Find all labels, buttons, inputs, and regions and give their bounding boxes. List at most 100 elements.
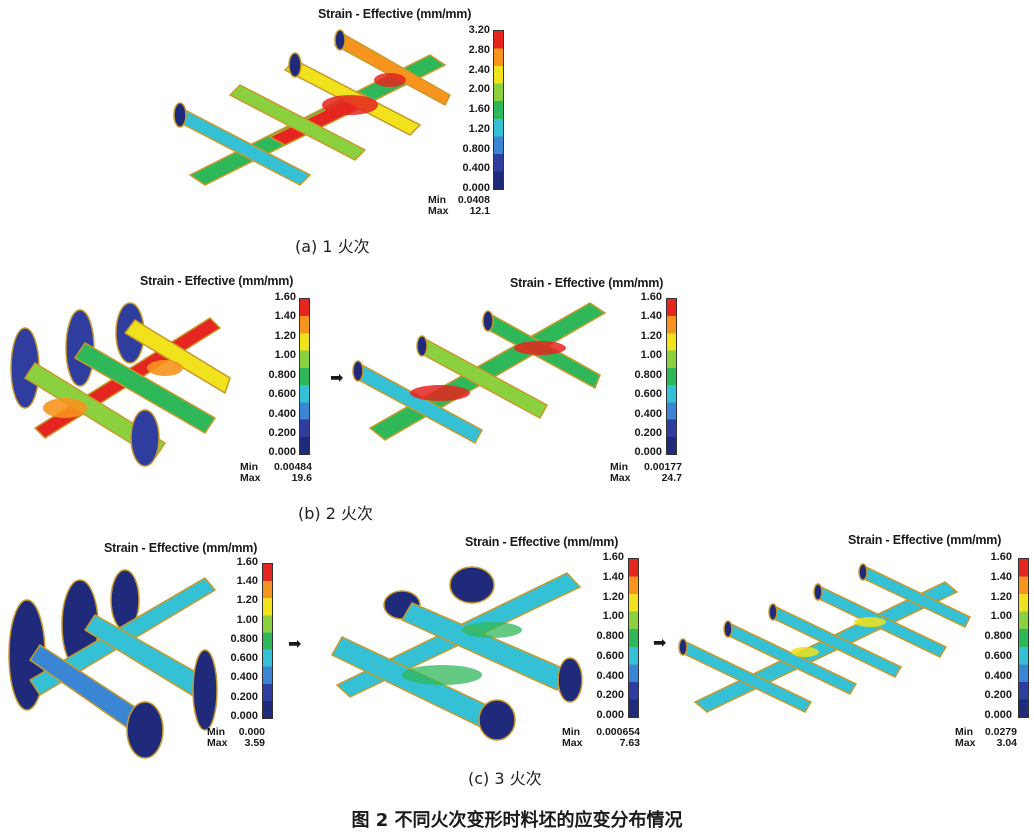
tick-label: 1.00 [274, 349, 296, 361]
arrow-right-icon: ➡ [288, 636, 302, 653]
tick-label: 1.20 [236, 594, 258, 606]
tick-label: 1.60 [236, 556, 258, 568]
max-value: 3.04 [996, 737, 1017, 749]
tick-label: 0.200 [984, 689, 1012, 701]
tick-label: 0.400 [268, 408, 296, 420]
legend-title-c-left: Strain - Effective (mm/mm) [104, 541, 258, 555]
tick-label: 1.60 [640, 291, 662, 303]
min-label: Min [428, 194, 447, 206]
max-value: 19.6 [291, 472, 312, 484]
min-value: 0.0408 [457, 194, 490, 206]
max-label: Max [240, 472, 261, 484]
legend-title-a: Strain - Effective (mm/mm) [318, 7, 472, 21]
tick-label: 1.20 [990, 591, 1012, 603]
tick-label: 1.00 [236, 614, 258, 626]
tick-label: 2.80 [468, 44, 490, 56]
tick-label: 1.20 [602, 591, 624, 603]
tick-label: 0.000 [596, 709, 624, 721]
tick-label: 0.200 [268, 427, 296, 439]
min-value: 0.000654 [596, 726, 640, 738]
tick-label: 0.400 [462, 162, 490, 174]
legend-title-b-left: Strain - Effective (mm/mm) [140, 274, 294, 288]
tick-label: 1.40 [236, 575, 258, 587]
tick-label: 1.00 [602, 610, 624, 622]
tick-label: 0.600 [634, 388, 662, 400]
billet-shape-c-middle [330, 566, 583, 741]
colorbar-b-right [666, 298, 677, 455]
billet-shape-b-left [10, 302, 231, 467]
tick-label: 3.20 [468, 24, 490, 36]
min-label: Min [562, 726, 581, 738]
colorbar-c-middle [628, 558, 639, 718]
tick-label: 2.00 [468, 83, 490, 95]
ticks-c-left: 1.60 1.40 1.20 1.00 0.800 0.600 0.400 0.… [208, 557, 258, 727]
tick-label: 0.000 [462, 182, 490, 194]
tick-label: 0.600 [230, 652, 258, 664]
max-label: Max [955, 737, 976, 749]
max-value: 3.59 [244, 737, 265, 749]
min-label: Min [610, 461, 629, 473]
figure-caption: 图 2 不同火次变形时料坯的应变分布情况 [351, 810, 683, 831]
tick-label: 0.000 [268, 446, 296, 458]
tick-label: 0.800 [596, 630, 624, 642]
legend-title-b-right: Strain - Effective (mm/mm) [510, 276, 664, 290]
caption-b: (b) 2 火次 [298, 504, 373, 523]
billet-shape-c-left [8, 569, 218, 759]
tick-label: 0.400 [634, 408, 662, 420]
tick-label: 1.40 [640, 310, 662, 322]
tick-label: 1.60 [602, 551, 624, 563]
tick-label: 0.000 [230, 710, 258, 722]
tick-label: 0.800 [268, 369, 296, 381]
ticks-a: 3.20 2.80 2.40 2.00 1.60 1.20 0.800 0.40… [440, 25, 490, 195]
max-label: Max [610, 472, 631, 484]
legend-title-c-middle: Strain - Effective (mm/mm) [465, 535, 619, 549]
min-value: 0.00484 [274, 461, 312, 473]
ticks-c-middle: 1.60 1.40 1.20 1.00 0.800 0.600 0.400 0.… [574, 552, 624, 722]
tick-label: 1.60 [274, 291, 296, 303]
min-label: Min [240, 461, 259, 473]
tick-label: 0.200 [634, 427, 662, 439]
tick-label: 0.800 [984, 630, 1012, 642]
tick-label: 1.00 [990, 610, 1012, 622]
tick-label: 0.400 [230, 671, 258, 683]
arrow-right-icon: ➡ [330, 370, 344, 387]
colorbar-a [493, 30, 504, 190]
minmax-b-left: Min 0.00484 Max 19.6 [240, 462, 312, 484]
tick-label: 0.800 [462, 143, 490, 155]
min-label: Min [207, 726, 226, 738]
caption-c: (c) 3 火次 [468, 769, 542, 788]
tick-label: 0.600 [268, 388, 296, 400]
min-value: 0.000 [238, 726, 265, 738]
tick-label: 0.000 [634, 446, 662, 458]
billet-shape-a [173, 29, 451, 186]
tick-label: 1.60 [468, 103, 490, 115]
tick-label: 0.400 [596, 670, 624, 682]
arrow-right-icon: ➡ [653, 635, 667, 652]
tick-label: 0.800 [230, 633, 258, 645]
ticks-b-right: 1.60 1.40 1.20 1.00 0.800 0.600 0.400 0.… [612, 292, 662, 462]
tick-label: 1.20 [468, 123, 490, 135]
ticks-c-right: 1.60 1.40 1.20 1.00 0.800 0.600 0.400 0.… [962, 552, 1012, 722]
colorbar-c-right [1018, 558, 1029, 718]
max-label: Max [207, 737, 228, 749]
tick-label: 1.00 [640, 349, 662, 361]
tick-label: 1.40 [602, 571, 624, 583]
tick-label: 0.200 [596, 689, 624, 701]
tick-label: 1.40 [274, 310, 296, 322]
tick-label: 0.800 [634, 369, 662, 381]
tick-label: 1.20 [640, 330, 662, 342]
min-value: 0.00177 [644, 461, 682, 473]
billet-shape-b-right [352, 302, 607, 445]
tick-label: 1.40 [990, 571, 1012, 583]
tick-label: 0.600 [596, 650, 624, 662]
max-value: 7.63 [619, 737, 640, 749]
tick-label: 1.20 [274, 330, 296, 342]
colorbar-b-left [299, 298, 310, 455]
billet-shape-c-right [678, 563, 972, 713]
tick-label: 1.60 [990, 551, 1012, 563]
caption-a: (a) 1 火次 [295, 237, 370, 256]
